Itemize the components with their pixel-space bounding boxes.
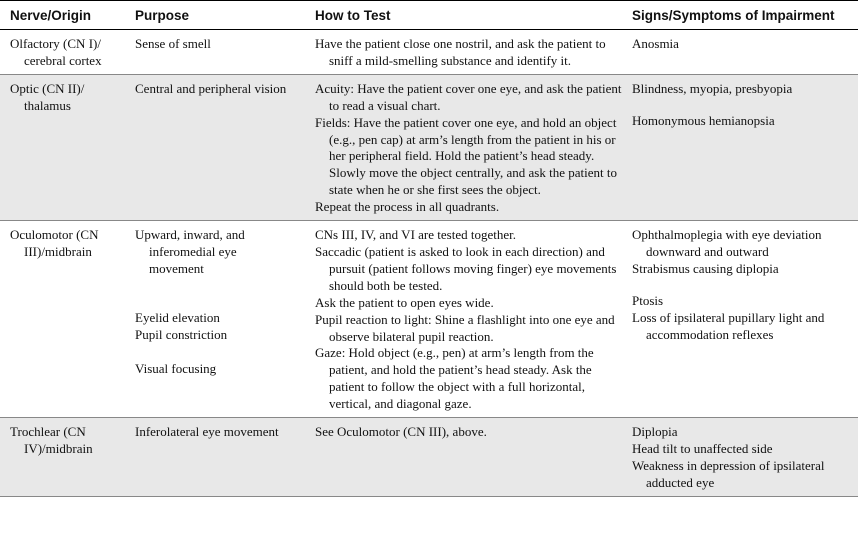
nerve-cell: Optic (CN II)/ thalamus [0,74,135,220]
nerve-text: Trochlear (CN IV)/midbrain [10,424,93,456]
purpose-text: Central and peripheral vision [135,80,287,96]
signs-text: Homonymous hemianopsia [632,112,775,128]
header-how-to-test: How to Test [315,0,632,30]
signs-text: Ophthalmoplegia with eye deviation downw… [632,227,822,259]
signs-text: Strabismus causing diplopia [632,260,779,276]
signs-text: Head tilt to unaffected side [632,440,773,456]
header-row: Nerve/Origin Purpose How to Test Signs/S… [0,0,858,30]
nerve-text: Oculomotor (CN III)/midbrain [10,227,99,259]
purpose-cell: Upward, inward, and inferomedial eye mov… [135,221,315,418]
signs-cell: Anosmia [632,30,858,75]
test-cell: See Oculomotor (CN III), above. [315,418,632,497]
table-row: Oculomotor (CN III)/midbrain Upward, inw… [0,221,858,418]
purpose-text: Inferolateral eye movement [135,424,279,440]
signs-text: Loss of ipsilateral pupillary light and … [632,309,825,342]
test-text: Have the patient close one nostril, and … [315,36,606,68]
test-text: Gaze: Hold object (e.g., pen) at arm’s l… [315,345,594,412]
purpose-text: Upward, inward, and inferomedial eye mov… [135,227,245,276]
signs-text: Anosmia [632,36,679,51]
signs-text: Blindness, myopia, presbyopia [632,80,793,96]
test-text: Acuity: Have the patient cover one eye, … [315,80,622,113]
test-text: CNs III, IV, and VI are tested together. [315,227,516,243]
signs-text: Weakness in depression of ipsilateral ad… [632,457,825,490]
header-nerve-origin: Nerve/Origin [0,0,135,30]
test-text: Saccadic (patient is asked to look in ea… [315,243,617,293]
nerve-cell: Olfactory (CN I)/ cerebral cortex [0,30,135,75]
purpose-text: Sense of smell [135,36,211,51]
signs-cell: Ophthalmoplegia with eye deviation downw… [632,221,858,418]
test-cell: Have the patient close one nostril, and … [315,30,632,75]
purpose-cell: Inferolateral eye movement [135,418,315,497]
table-row: Olfactory (CN I)/ cerebral cortex Sense … [0,30,858,75]
signs-cell: Blindness, myopia, presbyopia Homonymous… [632,74,858,220]
test-cell: Acuity: Have the patient cover one eye, … [315,74,632,220]
signs-cell: Diplopia Head tilt to unaffected side We… [632,418,858,497]
purpose-cell: Sense of smell [135,30,315,75]
signs-text: Ptosis [632,292,664,308]
purpose-text: Visual focusing [135,360,217,376]
purpose-text: Eyelid elevation [135,309,220,325]
nerve-cell: Oculomotor (CN III)/midbrain [0,221,135,418]
table-row: Trochlear (CN IV)/midbrain Inferolateral… [0,417,858,497]
test-text: See Oculomotor (CN III), above. [315,424,487,440]
test-text: Pupil reaction to light: Shine a flashli… [315,311,615,344]
purpose-text: Pupil constriction [135,326,228,342]
test-text: Fields: Have the patient cover one eye, … [315,114,617,198]
table-row: Optic (CN II)/ thalamus Central and peri… [0,74,858,221]
nerve-text: Optic (CN II)/ thalamus [10,80,85,113]
test-cell: CNs III, IV, and VI are tested together.… [315,221,632,418]
header-signs-symptoms: Signs/Symptoms of Impairment [632,0,858,30]
cranial-nerve-table: Nerve/Origin Purpose How to Test Signs/S… [0,0,858,497]
nerve-cell: Trochlear (CN IV)/midbrain [0,418,135,497]
test-text: Ask the patient to open eyes wide. [315,294,494,310]
nerve-text: Olfactory (CN I)/ cerebral cortex [10,36,102,68]
header-purpose: Purpose [135,0,315,30]
test-text: Repeat the process in all quadrants. [315,199,500,215]
purpose-cell: Central and peripheral vision [135,74,315,220]
signs-text: Diplopia [632,424,678,440]
